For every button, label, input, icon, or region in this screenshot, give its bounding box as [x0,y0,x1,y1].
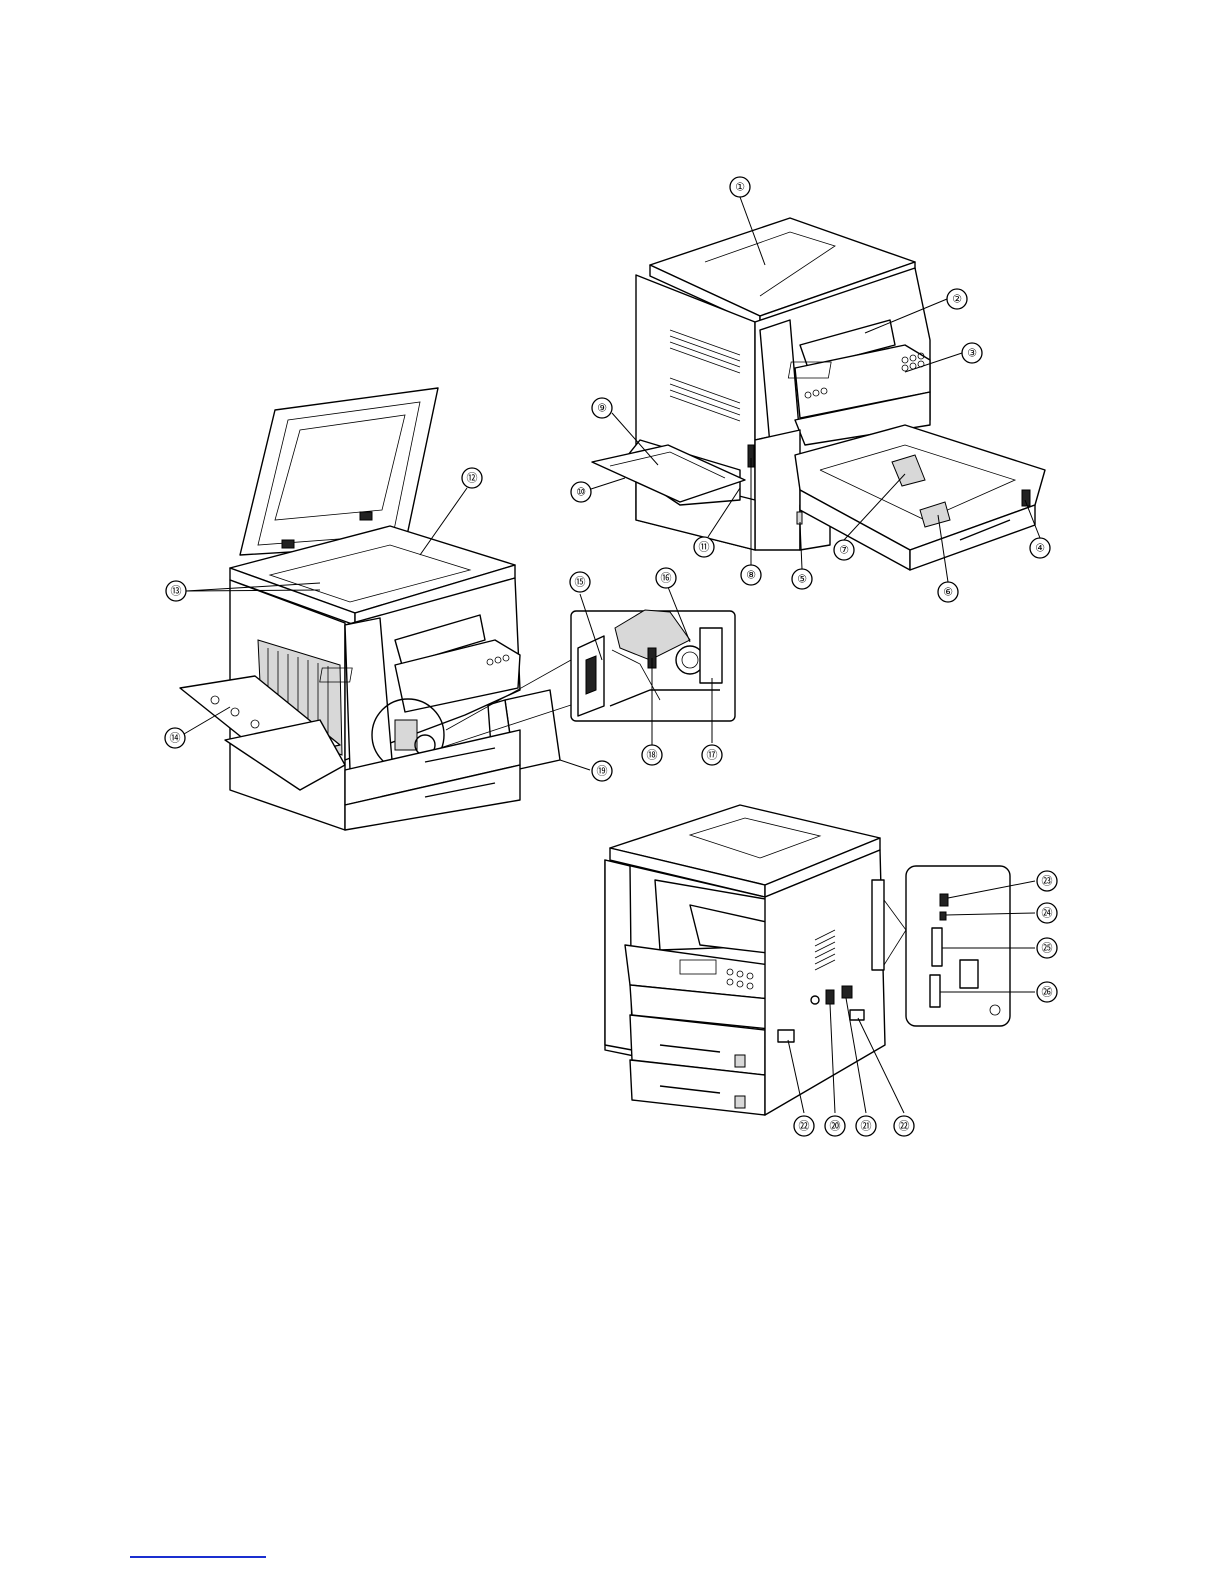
svg-text:⑤: ⑤ [797,573,807,586]
callout-3: ③ [962,343,982,363]
svg-text:⑫: ⑫ [467,472,478,485]
callout-13: ⑬ [166,581,186,601]
callout-1: ① [730,177,750,197]
rear-right-side [765,850,885,1115]
callout-11: ⑪ [694,537,714,557]
copier-open-view [180,388,560,830]
svg-text:⑧: ⑧ [746,569,756,582]
svg-text:②: ② [952,293,962,306]
copier-rear-view [605,805,1010,1115]
callout-12: ⑫ [462,468,482,488]
callout-26: ㉖ [1037,982,1057,1002]
callout-15: ⑮ [570,572,590,592]
svg-text:㉖: ㉖ [1042,986,1053,999]
svg-text:⑦: ⑦ [839,544,849,557]
callout-18: ⑱ [642,745,662,765]
callout-17: ⑰ [702,745,722,765]
callout-8: ⑧ [741,565,761,585]
callout-23: ㉓ [1037,871,1057,891]
interface-cover [872,880,884,970]
svg-text:㉒: ㉒ [799,1120,810,1133]
callout-10: ⑩ [571,482,591,502]
interface-inset [906,866,1010,1026]
svg-text:⑨: ⑨ [597,402,607,415]
callout-9: ⑨ [592,398,612,418]
svg-text:⑲: ⑲ [597,765,608,778]
copier-front-view [592,218,1045,570]
svg-text:㉑: ㉑ [861,1120,872,1133]
waste-toner-box [700,628,722,683]
callout-16: ⑯ [656,568,676,588]
footer-link-rule [130,1556,266,1558]
callout-22-right: ㉒ [894,1116,914,1136]
svg-text:⑯: ⑯ [661,572,672,585]
callout-5: ⑤ [792,569,812,589]
svg-text:⑰: ⑰ [707,749,718,762]
callout-19: ⑲ [592,761,612,781]
svg-text:⑥: ⑥ [943,586,953,599]
svg-text:⑮: ⑮ [575,576,586,589]
svg-text:⑩: ⑩ [576,486,586,499]
svg-text:㉓: ㉓ [1042,875,1053,888]
callout-22-left: ㉒ [794,1116,814,1136]
callout-6: ⑥ [938,582,958,602]
svg-text:①: ① [735,181,745,194]
callout-4: ④ [1030,538,1050,558]
callout-2: ② [947,289,967,309]
svg-text:⑪: ⑪ [699,541,710,554]
parallel-connector [932,928,942,966]
svg-text:⑳: ⑳ [830,1120,841,1133]
svg-text:⑭: ⑭ [170,732,181,745]
callout-21: ㉑ [856,1116,876,1136]
svg-text:⑬: ⑬ [171,585,182,598]
svg-text:⑱: ⑱ [647,749,658,762]
callout-14: ⑭ [165,728,185,748]
handle-left [778,1030,794,1042]
callout-25: ㉕ [1037,938,1057,958]
svg-text:㉔: ㉔ [1042,907,1053,920]
svg-text:④: ④ [1035,542,1045,555]
power-cord-connector [842,986,852,998]
svg-text:㉒: ㉒ [899,1120,910,1133]
callout-24: ㉔ [1037,903,1057,923]
handle-right [850,1010,864,1020]
svg-text:③: ③ [967,347,977,360]
option-connector [930,975,940,1007]
callout-7: ⑦ [834,540,854,560]
svg-text:㉕: ㉕ [1042,942,1053,955]
main-power-switch [826,990,834,1004]
callout-20: ⑳ [825,1116,845,1136]
